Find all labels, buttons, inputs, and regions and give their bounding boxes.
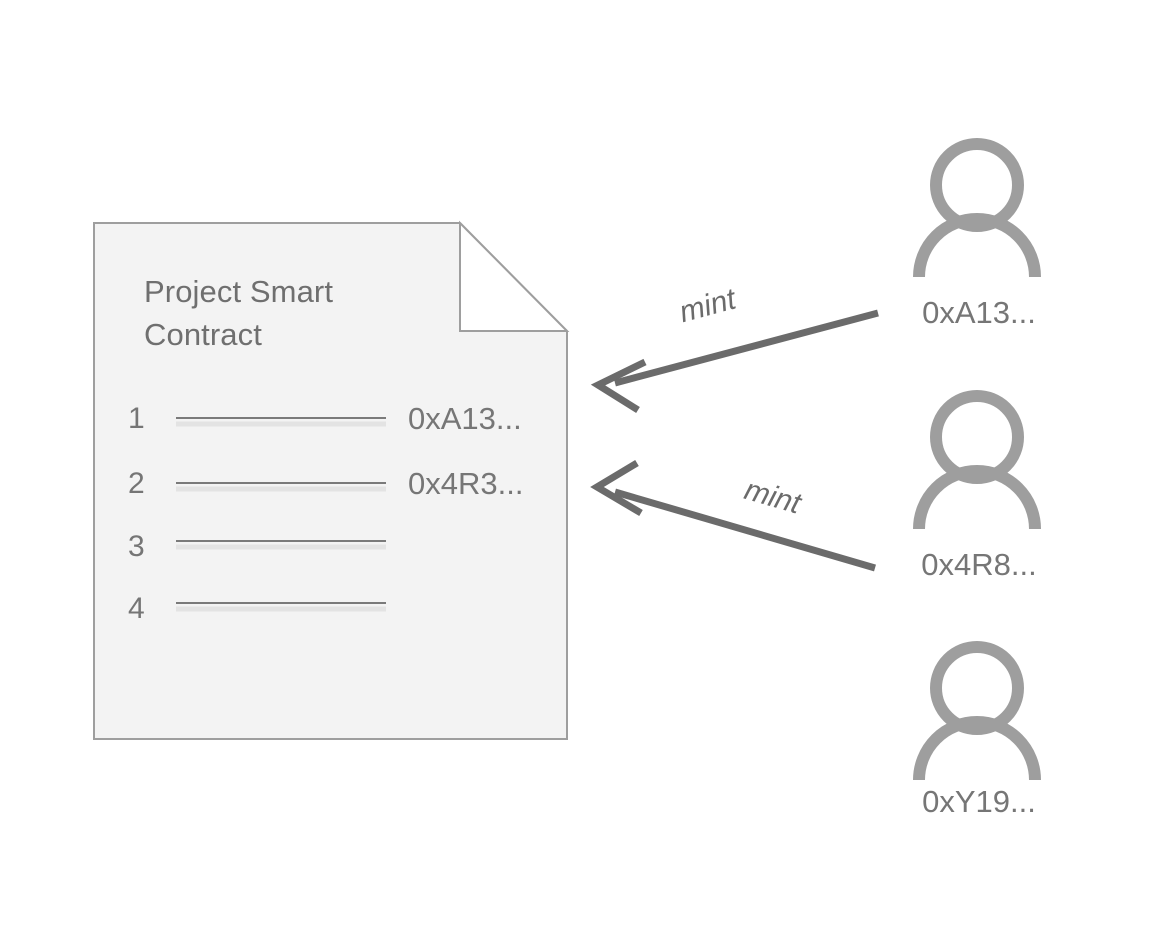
contract-row[interactable]: 3 — [128, 530, 386, 563]
contract-row[interactable]: 2 0x4R3... — [128, 466, 523, 501]
row-address: 0xA13... — [408, 401, 522, 436]
contract-document[interactable]: Project Smart Contract 1 0xA13... 2 0x4R… — [93, 220, 570, 740]
document-title-line1: Project Smart — [144, 274, 333, 309]
document-fold-corner-icon — [459, 220, 570, 332]
actor-label: 0x4R8... — [921, 547, 1036, 582]
mint-edge-1[interactable]: mint — [590, 282, 879, 413]
edge-line — [614, 309, 879, 387]
actor-0xA13[interactable]: 0xA13... — [913, 138, 1041, 330]
row-number: 1 — [128, 402, 145, 435]
row-address: 0x4R3... — [408, 466, 523, 501]
person-icon — [913, 641, 1041, 781]
row-number: 2 — [128, 467, 145, 500]
person-icon — [913, 390, 1041, 530]
actor-label: 0xY19... — [922, 784, 1036, 819]
arrowhead-icon — [590, 459, 643, 517]
contract-row[interactable]: 4 — [128, 592, 386, 625]
edge-label: mint — [741, 473, 806, 521]
document-title-line2: Contract — [144, 317, 262, 352]
actor-label: 0xA13... — [922, 295, 1036, 330]
arrowhead-icon — [590, 358, 647, 413]
row-number: 3 — [128, 530, 145, 563]
actor-0x4R8[interactable]: 0x4R8... — [913, 390, 1041, 582]
person-icon — [913, 138, 1041, 278]
mint-edge-2[interactable]: mint — [590, 459, 876, 572]
edge-line — [614, 488, 876, 572]
contract-row[interactable]: 1 0xA13... — [128, 401, 522, 436]
edge-label: mint — [676, 282, 741, 329]
row-number: 4 — [128, 592, 145, 625]
actor-0xY19[interactable]: 0xY19... — [913, 641, 1041, 819]
